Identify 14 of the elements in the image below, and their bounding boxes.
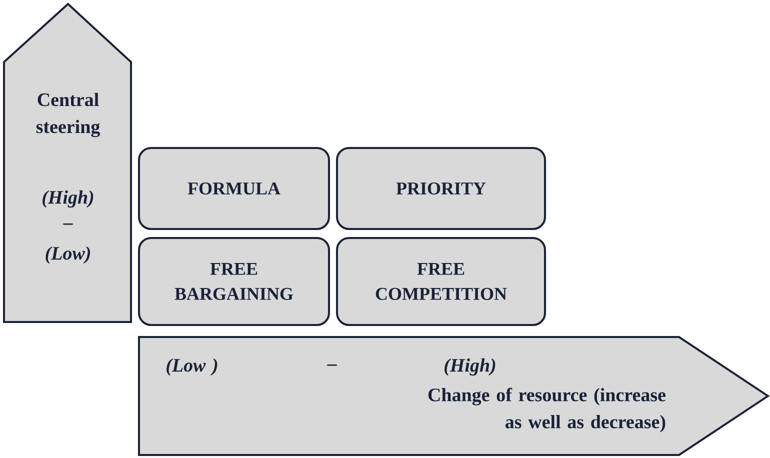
node-text: Central steering — [36, 92, 100, 138]
node-text: (Low ) — [166, 358, 218, 376]
right-arrow-shape — [138, 336, 770, 456]
node-text: Change of resource (increase as well as decrease) — [428, 388, 666, 432]
node-text: (High) — [444, 358, 496, 376]
node-text: – — [63, 223, 73, 225]
node-text: (Low) — [46, 246, 90, 264]
rounded-box: FREE COMPETITION — [336, 237, 546, 326]
up-arrow-shape — [3, 2, 132, 323]
node-text: – — [327, 364, 337, 366]
node-text: (High) — [42, 190, 94, 208]
rounded-box: PRIORITY — [336, 147, 546, 230]
rounded-box: FORMULA — [138, 147, 330, 230]
rounded-box: FREE BARGAINING — [138, 237, 330, 326]
